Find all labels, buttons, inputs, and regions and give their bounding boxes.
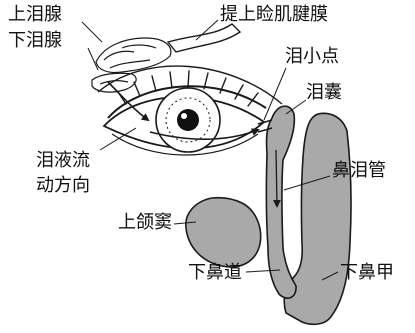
label-lower-lacrimal-gland: 下泪腺 bbox=[8, 30, 62, 51]
lacrimal-gland bbox=[92, 38, 171, 92]
nasolacrimal-duct-shape bbox=[266, 106, 296, 298]
label-upper-lacrimal-gland: 上泪腺 bbox=[8, 4, 62, 25]
label-tear-flow-line-1: 泪液流 bbox=[36, 148, 90, 173]
label-inferior-turbinate: 下鼻甲 bbox=[340, 262, 394, 283]
label-inferior-meatus: 下鼻道 bbox=[188, 262, 242, 283]
maxillary-sinus-shape bbox=[186, 198, 261, 267]
pupil-highlight bbox=[181, 113, 187, 119]
label-tear-flow-line-2: 动方向 bbox=[36, 173, 90, 198]
label-tear-flow-direction: 泪液流 动方向 bbox=[36, 148, 90, 198]
pupil bbox=[177, 109, 199, 131]
label-nasolacrimal-duct: 鼻泪管 bbox=[332, 160, 386, 181]
label-lacrimal-sac: 泪囊 bbox=[306, 82, 342, 103]
label-levator-aponeurosis: 提上睑肌腱膜 bbox=[220, 4, 328, 25]
label-maxillary-sinus: 上颌窦 bbox=[118, 212, 172, 233]
levator-aponeurosis-band bbox=[168, 24, 240, 52]
label-lacrimal-punctum: 泪小点 bbox=[285, 46, 339, 67]
